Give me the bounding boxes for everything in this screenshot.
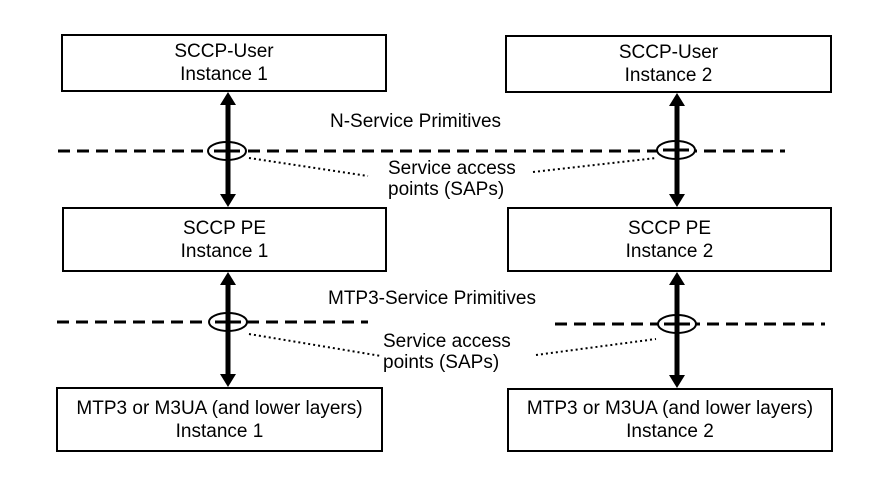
box-subtitle: Instance 1 <box>180 240 269 262</box>
arrow-head-down <box>669 194 685 207</box>
arrow-head-down <box>220 194 236 207</box>
box-title: MTP3 or M3UA (and lower layers) <box>76 397 363 419</box>
sap-callout-leader-top-left <box>248 157 369 177</box>
double-arrow-sccppe2-mtp32 <box>669 272 685 388</box>
sap-callout-leader-bottom-left <box>248 333 382 357</box>
box-sccp-user-instance-1: SCCP-User Instance 1 <box>61 34 387 92</box>
arrow-head-up <box>220 272 236 285</box>
arrow-head-up <box>669 93 685 106</box>
label-n-service-primitives: N-Service Primitives <box>330 111 502 132</box>
label-sap-top: Service access points (SAPs) <box>388 158 516 200</box>
box-subtitle: Instance 2 <box>625 240 714 262</box>
box-title: MTP3 or M3UA (and lower layers) <box>526 398 814 419</box>
arrow-head-up <box>669 272 685 285</box>
box-subtitle: Instance 1 <box>175 420 264 442</box>
arrow-head-down <box>669 375 685 388</box>
label-sap-top-line1: Service access <box>388 158 516 179</box>
box-sccp-user-instance-2: SCCP-User Instance 2 <box>505 35 832 93</box>
box-mtp3-instance-2: MTP3 or M3UA (and lower layers) Instance… <box>507 388 833 452</box>
box-subtitle: Instance 2 <box>626 421 714 442</box>
box-sccp-pe-instance-2: SCCP PE Instance 2 <box>507 207 832 272</box>
label-mtp3-service-primitives: MTP3-Service Primitives <box>328 288 536 309</box>
double-arrow-sccpuser2-sccppe2 <box>669 93 685 207</box>
label-sap-top-line2: points (SAPs) <box>388 179 505 200</box>
box-title: SCCP PE <box>182 217 267 239</box>
arrow-head-down <box>220 374 236 387</box>
label-sap-bottom-line2: points (SAPs) <box>383 352 500 373</box>
label-sap-bottom-line1: Service access <box>383 331 511 352</box>
double-arrow-sccpuser1-sccppe1 <box>220 92 236 207</box>
box-subtitle: Instance 1 <box>180 64 268 85</box>
box-mtp3-instance-1: MTP3 or M3UA (and lower layers) Instance… <box>56 387 383 452</box>
sap-callout-leader-bottom-right <box>535 338 657 356</box>
sap-callout-leader-top-right <box>532 157 657 173</box>
box-title: SCCP-User <box>618 42 719 63</box>
label-sap-bottom: Service access points (SAPs) <box>383 331 511 373</box>
arrow-head-up <box>220 92 236 105</box>
box-sccp-pe-instance-1: SCCP PE Instance 1 <box>62 207 387 272</box>
double-arrow-sccppe1-mtp31 <box>220 272 236 387</box>
box-title: SCCP-User <box>174 41 274 62</box>
box-subtitle: Instance 2 <box>624 65 713 86</box>
box-title: SCCP PE <box>627 217 712 239</box>
